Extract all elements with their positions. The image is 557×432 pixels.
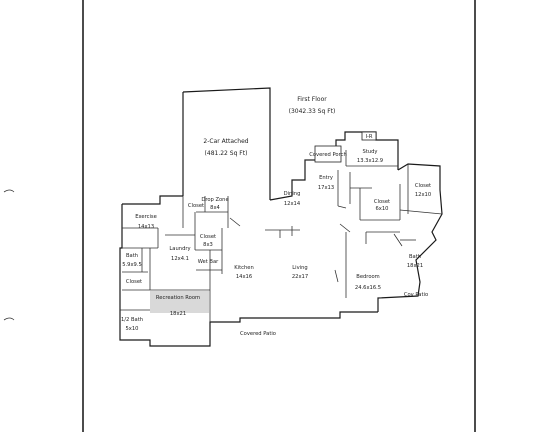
recreation-dim: 18x21 (170, 311, 186, 317)
closet-left-label: Closet (126, 279, 142, 285)
kitchen-dim: 14x16 (236, 274, 252, 280)
page-mark-2 (3, 317, 15, 321)
study-label: Study (363, 149, 378, 155)
entry-label: Entry (319, 175, 333, 181)
bedroom-dim: 24.6x16.5 (355, 285, 381, 291)
pantry-closet-label: Closet (200, 234, 216, 240)
plan-title: First Floor (297, 96, 327, 103)
laundry-dim: 12x4.1 (171, 256, 189, 262)
living-label: Living (292, 265, 307, 271)
living-dim: 22x17 (292, 274, 308, 280)
half-bath-dim: 5x10 (126, 326, 139, 332)
bath-right-dim: 18x21 (407, 263, 423, 269)
covered-patio-label: Covered Patio (240, 331, 276, 337)
kitchen-label: Kitchen (234, 265, 254, 271)
bedroom-label: Bedroom (356, 274, 379, 280)
room-labels: First Floor (3042.33 Sq Ft) 2-Car Attach… (121, 96, 431, 337)
laundry-label: Laundry (169, 246, 190, 252)
half-bath-label: 1/2 Bath (121, 317, 143, 323)
closet-mid-dim: 6x10 (376, 206, 389, 212)
recreation-shaded-area (150, 291, 209, 313)
recreation-label: Recreation Room (156, 295, 200, 301)
bath-right-label: Bath (409, 254, 421, 260)
study-dim: 13.3x12.9 (357, 158, 383, 164)
drop-zone-dim: 8x4 (210, 205, 220, 211)
closet-mid-label: Closet (374, 199, 390, 205)
bath-left-label: Bath (126, 253, 138, 259)
entry-dim: 17x13 (318, 185, 334, 191)
bath-left-dim: 5.9x9.5 (122, 262, 142, 268)
dining-label: Dining (284, 191, 301, 197)
closet-small-label: Closet (188, 203, 204, 209)
plan-area: (3042.33 Sq Ft) (289, 108, 336, 115)
dining-dim: 12x14 (284, 201, 301, 207)
pantry-closet-dim: 8x3 (203, 242, 213, 248)
garage-label: 2-Car Attached (203, 138, 248, 145)
interior-walls (120, 150, 443, 322)
exterior-walls (119, 87, 443, 347)
wet-bar-label: Wet Bar (198, 259, 219, 265)
exercise-dim: 14x13 (138, 224, 154, 230)
cov-patio-label: Cov Patio (404, 292, 428, 298)
closet-top-label: Closet (415, 183, 431, 189)
ir-label: I-R (365, 134, 372, 140)
drop-zone-label: Drop Zone (201, 197, 228, 203)
covered-porch-label: Covered Porch (309, 152, 346, 158)
covered-porch-box (314, 145, 342, 163)
garage-area: (481.22 Sq Ft) (205, 150, 248, 157)
closet-top-dim: 12x10 (415, 192, 431, 198)
exercise-label: Exercise (135, 214, 157, 220)
ir-box (361, 131, 377, 141)
page-mark-1 (3, 189, 15, 193)
